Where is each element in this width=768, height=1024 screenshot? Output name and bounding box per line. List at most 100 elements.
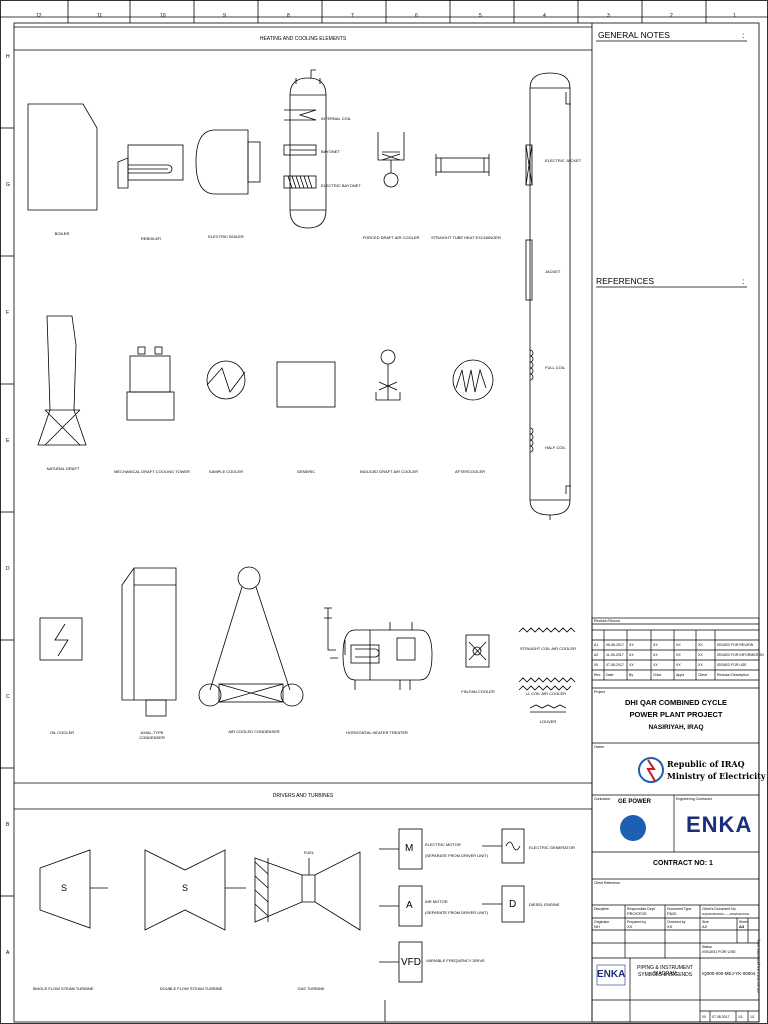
label-fuel: FUEL <box>303 850 315 855</box>
status-value: ISSUED FOR USE <box>702 949 736 954</box>
label-aftercooler: AFTERCOOLER <box>454 469 486 474</box>
grid-number: 10 <box>160 13 166 19</box>
tb-row1-value: PROCESS <box>627 911 647 916</box>
ministry-of-electricity: Ministry of Electricity <box>667 771 766 781</box>
grid-letter: C <box>6 694 10 700</box>
tb-row1-value: DQR/02/820/00/——/600/P&ID/004 <box>702 912 750 916</box>
label-louver: LOUVER <box>539 719 557 724</box>
rev-cell: XX <box>653 643 658 647</box>
label-electric-motor-1: ELECTRIC MOTOR <box>425 842 461 847</box>
rev-cell: XX <box>629 653 634 657</box>
rev-cell: ISSUED FOR USE <box>717 663 747 667</box>
label-straight-coil-air: STRAIGHT COIL AIR COOLER <box>519 646 577 651</box>
grid-number: 1 <box>733 13 736 19</box>
label-single-flow: SINGLE FLOW STEAM TURBINE <box>32 986 94 991</box>
rev-cell: ISSUED FOR REVIEW <box>717 643 754 647</box>
ge-power-text: GE POWER <box>618 799 652 805</box>
grid-number: 5 <box>479 13 482 19</box>
label-fin-fan: FIN-FAN COOLER <box>461 689 495 694</box>
label-boiler: BOILER <box>54 231 70 236</box>
project-title-line2: POWER PLANT PROJECT <box>629 710 723 719</box>
tb-row2-label: Prepared by <box>627 920 647 924</box>
drawing-number: IQ000-000-MEJ-YK-00004 <box>702 971 756 976</box>
rev-cell: XX <box>653 653 658 657</box>
general-notes-colon: : <box>742 30 745 40</box>
label-horizontal-heater: HORIZONTAL HEATER TREATER <box>346 730 408 735</box>
label-reboiler: REBOILER <box>140 236 162 241</box>
rev-cell: 07-08-2017 <box>606 663 624 667</box>
rev-cell: 11-06-2017 <box>606 653 624 657</box>
tb-row2-value: A3 <box>702 924 707 929</box>
sheet-of: 1/1 <box>738 1015 743 1019</box>
grid-number: 8 <box>287 13 290 19</box>
grid-number: 4 <box>543 13 546 19</box>
rev-cell: 00 <box>594 663 598 667</box>
rev-cell: XX <box>629 663 634 667</box>
project-label: Project <box>594 690 605 694</box>
air-motor-letter: A <box>406 900 413 911</box>
rev-cell: XX <box>698 643 703 647</box>
turbine-letter-single: S <box>61 883 68 893</box>
grid-number: 11 <box>97 13 103 19</box>
contract-number: CONTRACT NO: 1 <box>653 860 713 867</box>
grid-number: 7 <box>351 13 354 19</box>
label-vfd: VARIABLE FREQUENCY DRIVE <box>426 958 485 963</box>
rev-cell: 06-06-2017 <box>606 643 624 647</box>
consultant-label: Engineering Contractor <box>676 797 712 801</box>
status-label: Status <box>702 945 712 949</box>
rev-header: Appd <box>676 673 685 677</box>
tb-row2-label: Size <box>702 920 709 924</box>
rev-cell: XX <box>698 663 703 667</box>
rev-cell: XX <box>676 653 681 657</box>
grid-number: 2 <box>670 13 673 19</box>
grid-number: 6 <box>415 13 418 19</box>
grid-number: 3 <box>607 13 610 19</box>
label-electric-jacket: ELECTRIC JACKET <box>545 158 582 163</box>
revision-record-label: Revision Record <box>594 619 620 623</box>
grid-letter: A <box>6 950 10 956</box>
turbine-letter-double: S <box>182 883 189 893</box>
tb-row1-label: Discipline <box>594 907 609 911</box>
tb-row1-value: P&ID <box>667 911 677 916</box>
rev-header: Client <box>698 673 707 677</box>
label-generic: GENERIC <box>296 469 316 474</box>
section-title-drivers-turbines: DRIVERS AND TURBINES <box>272 793 334 799</box>
project-location: NASIRIYAH, IRAQ <box>648 724 704 731</box>
tb-row2-label: Checked by <box>667 920 686 924</box>
label-natural-draft: NATURAL DRAFT <box>46 466 80 471</box>
rev-cell: ISSUED FOR INFORMATION <box>717 653 764 657</box>
grid-letter: B <box>6 822 10 828</box>
label-air-motor-1: AIR MOTOR <box>425 899 448 904</box>
general-notes-heading: GENERAL NOTES <box>598 30 670 40</box>
references-colon: : <box>742 276 745 286</box>
revision-number: 00 <box>702 1015 706 1019</box>
label-bayonet: BAYONET <box>321 149 340 154</box>
rev-header: By <box>629 673 634 677</box>
label-air-motor-2: (SEPARATE FROM DRIVER UNIT) <box>425 910 488 915</box>
drawing-title-line1: PIPING & INSTRUMENT DIAGRAM <box>637 965 693 977</box>
contractor-label: Contractor <box>594 797 611 801</box>
label-oil-cooler: OIL COOLER <box>49 730 75 735</box>
label-full-coil: FULL COIL <box>545 365 566 370</box>
label-air-cooled-condenser: AIR COOLED CONDENSER <box>228 729 280 734</box>
rev-header: Date <box>606 673 614 677</box>
label-internal-coil: INTERNAL COIL <box>321 116 352 121</box>
section-title-heating-cooling: HEATING AND COOLING ELEMENTS <box>259 36 347 42</box>
rev-cell: A1 <box>594 643 599 647</box>
owner-label: Owner <box>594 745 605 749</box>
label-axial-condenser-line1: AXIAL-TYPE <box>140 730 164 735</box>
tb-row2-value: A3 <box>739 924 745 929</box>
label-diesel-engine: DIESEL ENGINE <box>529 902 560 907</box>
rev-cell: XX <box>653 663 658 667</box>
label-jacket: JACKET <box>545 269 561 274</box>
rev-cell: XX <box>629 643 634 647</box>
label-axial-condenser-line2: CONDENSER <box>139 735 165 740</box>
sheet-number: 1/1 <box>750 1015 755 1019</box>
grid-letter: G <box>6 182 10 188</box>
label-half-coil: HALF COIL <box>545 445 566 450</box>
side-plot-text: 02-10-2017 A3 (420x297 mm) <box>755 939 761 993</box>
rev-cell: A2 <box>594 653 599 657</box>
drawing-title-line2: SYMBOLS & LEGENDS <box>637 972 693 978</box>
rev-cell: XX <box>676 663 681 667</box>
